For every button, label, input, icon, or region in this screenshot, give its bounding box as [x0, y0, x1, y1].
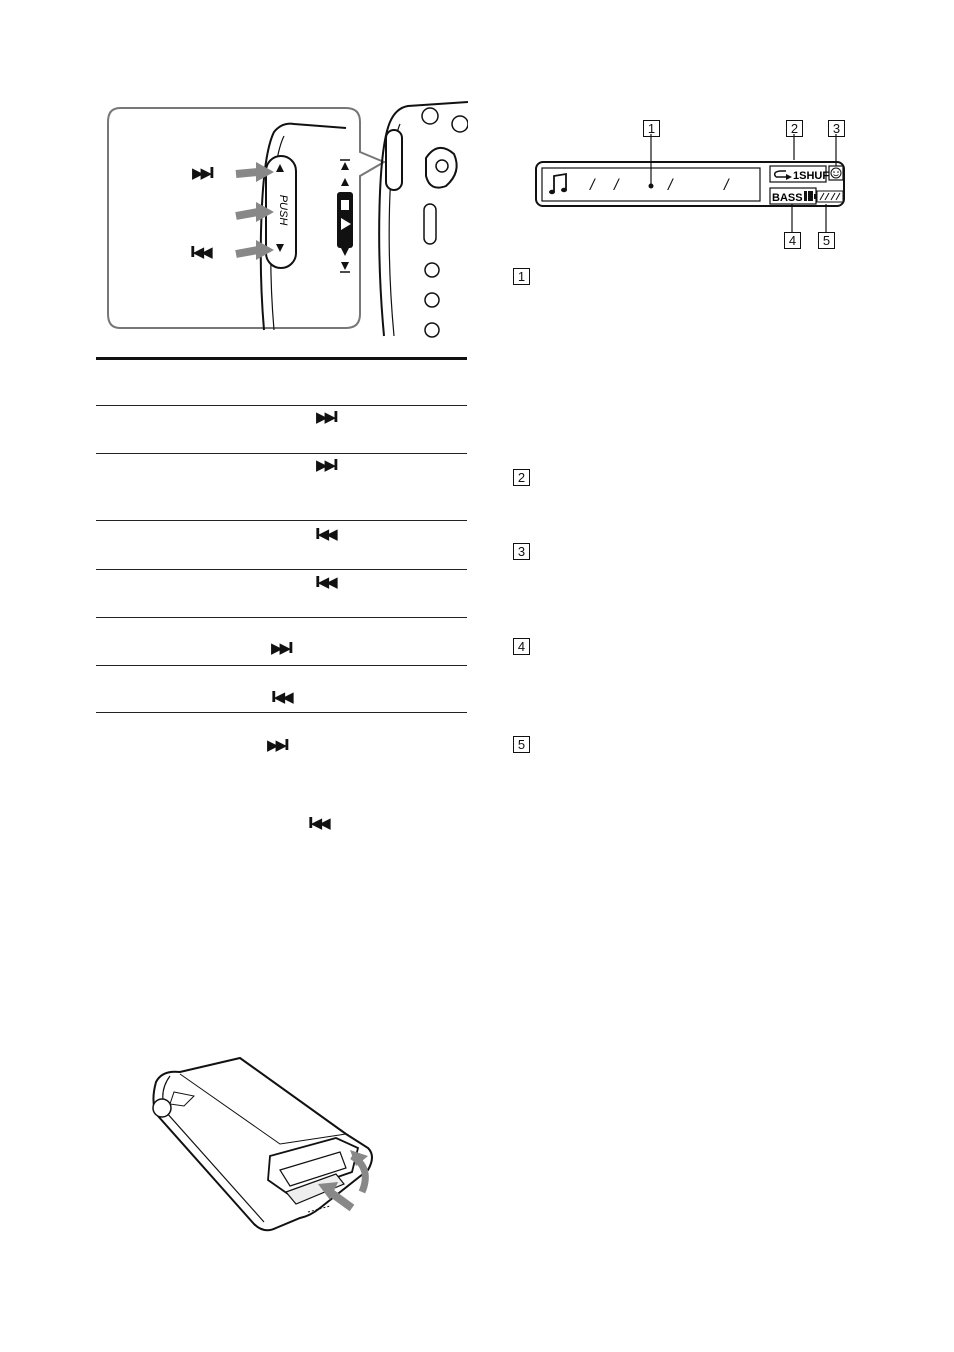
display-panel-figure: 1SHUF BASS / / / / 1 2 3 4 5: [530, 116, 860, 256]
description-marker-5: 5: [513, 736, 530, 753]
description-marker-4: 4: [513, 638, 530, 655]
shuffle-label: 1SHUF: [793, 170, 829, 182]
display-slash-3: /: [668, 177, 673, 194]
table-row-6-symbol: I◀◀: [271, 688, 294, 706]
display-panel-drawing: 1SHUF BASS: [535, 134, 845, 232]
callout-5: 5: [818, 232, 835, 249]
table-row-5-symbol: ▶▶I: [271, 639, 294, 657]
table-rule: [96, 617, 467, 618]
battery-compartment-drawing: [152, 1056, 373, 1232]
table-rule: [96, 665, 467, 666]
device-control-figure: PUSH ▶▶I I◀◀: [96, 100, 469, 340]
display-slash-4: /: [724, 177, 729, 194]
display-slash-2: /: [614, 177, 619, 194]
device-control-drawing: PUSH: [107, 101, 469, 338]
table-top-rule: [96, 357, 467, 360]
table-rule: [96, 712, 467, 713]
table-rule: [96, 405, 467, 406]
description-marker-3: 3: [513, 543, 530, 560]
callout-4: 4: [784, 232, 801, 249]
display-slash-1: /: [590, 177, 595, 194]
bass-label: BASS: [772, 192, 803, 204]
table-row-2-symbol: ▶▶I: [316, 456, 339, 474]
prev-track-symbol: I◀◀: [190, 243, 213, 261]
table-rule: [96, 453, 467, 454]
table-row-4-symbol: I◀◀: [315, 573, 338, 591]
callout-3: 3: [828, 120, 845, 137]
table-row-7-symbol: ▶▶I: [267, 736, 290, 754]
callout-2: 2: [786, 120, 803, 137]
table-row-8-symbol: I◀◀: [308, 814, 331, 832]
table-rule: [96, 569, 467, 570]
callout-1: 1: [643, 120, 660, 137]
push-label: PUSH: [277, 195, 289, 226]
table-rule: [96, 520, 467, 521]
description-marker-1: 1: [513, 268, 530, 285]
table-row-1-symbol: ▶▶I: [316, 408, 339, 426]
battery-compartment-figure: [140, 1052, 390, 1236]
description-marker-2: 2: [513, 469, 530, 486]
table-row-3-symbol: I◀◀: [315, 525, 338, 543]
next-track-symbol: ▶▶I: [192, 164, 215, 182]
